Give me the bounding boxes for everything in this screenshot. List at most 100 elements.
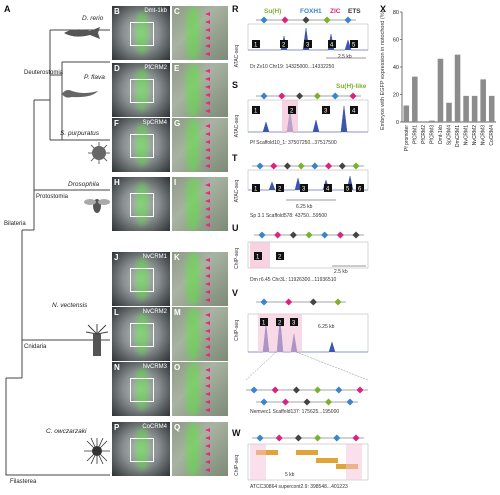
tfbs-motif [334,298,342,306]
notochord-arrowhead [205,109,210,113]
bar [437,58,444,122]
notochord-arrowhead [205,313,210,317]
label-K: K [174,253,180,262]
tfbs-motif [314,434,322,442]
legend-ets: ETS [348,8,361,15]
tfbs-motif [292,386,300,394]
crm-box [324,184,332,192]
x-tick-label: Dmt-1kb [438,125,444,144]
tfbs-motif [256,434,264,442]
notochord-arrowhead [205,353,210,357]
tfbs-motif [302,16,310,24]
zoom-box [130,268,154,292]
zoom-image-G: G [172,118,228,172]
notochord-arrowhead [205,36,210,40]
notochord-arrowhead [205,207,210,211]
label-L: L [114,308,119,317]
zoom-image-O: O [172,362,228,416]
label-C: C [174,7,180,16]
bar [429,120,435,122]
crm-number: 1 [254,187,258,193]
tfbs-motif [352,162,360,170]
x-tick-label: PfCRM1 [412,125,418,144]
crm-number: 4 [330,43,334,49]
tfbs-motif [324,398,333,406]
label-E: E [174,64,180,73]
notochord-arrowhead [205,436,210,440]
tfbs-motif [314,386,322,394]
track-W-locus: ATCC30864 supercont2.9: 398548...401223 [250,484,348,490]
label-Q: Q [174,423,181,432]
label-S: S [232,80,239,90]
notochord-arrowhead [205,337,210,341]
track-U-locus: Dm r6.45 Chr3L: 11926300...11936510 [250,277,337,283]
crm-box [252,184,260,192]
legend-foxh1: FOXH1 [300,8,322,15]
label-T: T [232,153,238,163]
label-B: B [114,7,120,16]
crm-number: 2 [278,321,282,327]
species-nvect: N. vectensis [52,302,88,309]
legend-suh: Su(H) [264,8,282,15]
zoom-box [130,378,154,402]
signal-peaks [248,105,368,133]
notochord-signal [186,63,200,117]
notochord-signal [186,118,200,172]
crm-box [288,106,296,114]
x-tick-label: NvCRM3 [481,125,487,145]
zoom-image-Q: Q [172,422,228,476]
notochord-arrowhead [205,460,210,464]
label-H: H [114,178,120,187]
label-P: P [114,423,120,432]
tfbs-motif [283,162,291,170]
species-pflava: P. flava [84,74,105,81]
label-I: I [174,178,177,187]
tfbs-motif [281,398,290,406]
x-tick-label: CoCRM4 [489,125,495,146]
notochord-arrowhead [205,400,210,404]
x-tick-label: NvCRM2 [472,125,478,145]
crm-number: 2 [278,187,282,193]
track-U-scale: 2.5 kb [334,269,348,275]
crm-number: 6 [358,187,362,193]
tfbs-motif [323,16,331,24]
tfbs-motif [325,162,333,170]
clade-protostomia: Protostomia [36,194,69,200]
crm-box [290,318,298,326]
notochord-arrowhead [205,69,210,73]
x-tick-label: SpCRM4 [447,125,453,146]
x-tick-label: Pf promoter [404,125,410,151]
bar [488,95,495,122]
track-T-locus: Sp 3.1 Scaffold578: 43750...59500 [250,213,327,219]
notochord-signal [186,6,200,60]
notochord-arrowhead [205,298,210,302]
notochord-signal [186,422,200,476]
species-cowc: C. owczarzaki [46,428,87,435]
notochord-arrowhead [205,290,210,294]
legend-zic: ZIC [330,8,341,15]
x-tick-label: PfCRM2 [421,125,427,144]
label-X: X [380,4,387,14]
construct-name-D: PfCRM2 [144,65,167,71]
tfbs-motif [305,231,313,239]
x-tick-label: DmCRM1 [455,125,461,147]
legend-suh-like: Su(H)-like [336,83,367,90]
tfbs-motif [313,92,321,100]
label-U: U [232,223,239,233]
tfbs-motif [274,231,282,239]
label-R: R [232,4,239,14]
notochord-arrowhead [205,444,210,448]
tfbs-motif [349,92,357,100]
notochord-signal [186,252,200,306]
construct-name-J: NvCRM1 [142,254,167,260]
tfbs-motif [331,92,339,100]
label-O: O [174,363,181,372]
bar [480,79,486,122]
tfbs-motif [256,162,264,170]
